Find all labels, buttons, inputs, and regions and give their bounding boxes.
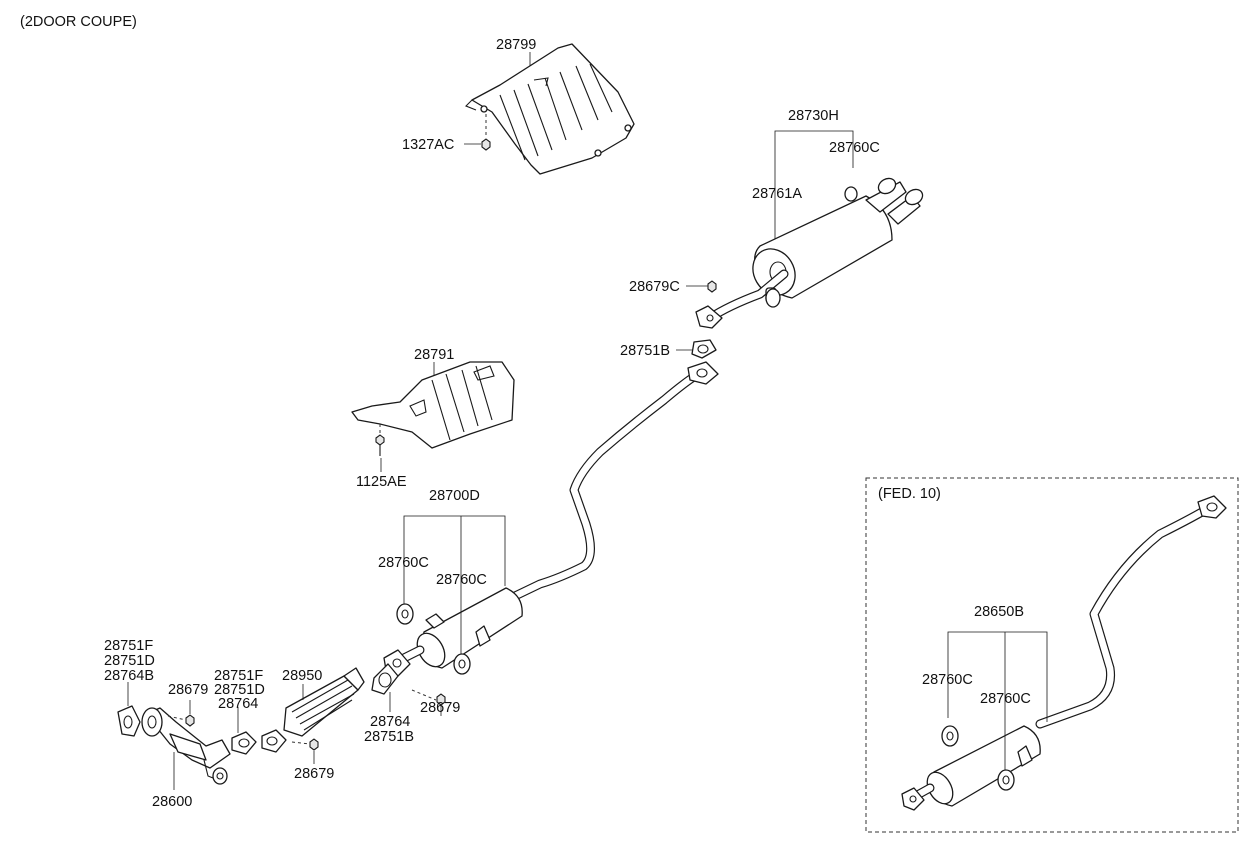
inset-title: (FED. 10)	[878, 486, 941, 502]
label-28760c-i2: 28760C	[980, 691, 1031, 707]
label-28730h: 28730H	[788, 108, 839, 124]
label-28679-d: 28679	[294, 766, 334, 782]
bracket-28730h	[774, 130, 854, 248]
dash-28679-d	[291, 741, 311, 745]
label-28760c-rear: 28760C	[829, 140, 880, 156]
inset-muffler	[901, 725, 1041, 811]
label-28751d-a: 28751D	[104, 653, 155, 669]
hanger-rubber-c1	[396, 603, 414, 625]
label-28679c: 28679C	[629, 279, 680, 295]
hanger-rubber-i2	[997, 769, 1015, 791]
label-28760c-c2: 28760C	[436, 572, 487, 588]
label-28764-c: 28764	[370, 714, 410, 730]
label-28799: 28799	[496, 37, 536, 53]
label-28700d: 28700D	[429, 488, 480, 504]
label-28791: 28791	[414, 347, 454, 363]
nut-28679c	[707, 280, 717, 293]
manifold-converter	[141, 707, 231, 785]
label-28600: 28600	[152, 794, 192, 810]
label-28679-c: 28679	[420, 700, 460, 716]
nut-1327ac	[481, 138, 491, 151]
bracket-28650b	[947, 631, 1048, 772]
hanger-rubber-c2	[453, 653, 471, 675]
nut-28679-d	[309, 738, 319, 751]
nut-28679-c	[436, 693, 446, 706]
inset-pipe	[1035, 495, 1227, 729]
label-28751f-b: 28751F	[214, 668, 263, 684]
gasket-28751b-rear	[691, 339, 717, 359]
bolt-1125ae	[375, 434, 385, 456]
center-pipe	[510, 361, 719, 601]
label-28760c-i1: 28760C	[922, 672, 973, 688]
nut-28679-a	[185, 714, 195, 727]
heat-protector-upper	[465, 43, 635, 175]
dash-28679-c	[411, 689, 437, 701]
hanger-rubber-i1	[941, 725, 959, 747]
label-28679-a: 28679	[168, 682, 208, 698]
heat-protector-center	[351, 361, 515, 449]
label-1327ac: 1327AC	[402, 137, 454, 153]
label-28751b-c: 28751B	[364, 729, 414, 745]
label-28760c-c1: 28760C	[378, 555, 429, 571]
rear-inlet-pipe	[695, 269, 789, 329]
gasket-28764b	[117, 705, 141, 737]
model-caption: (2DOOR COUPE)	[20, 14, 137, 30]
gasket-28764-c	[371, 663, 399, 695]
gasket-28764-b	[231, 731, 257, 755]
label-28751d-b: 28751D	[214, 682, 265, 698]
label-28764b: 28764B	[104, 668, 154, 684]
inset-frame	[865, 477, 1239, 833]
catalytic-converter	[261, 667, 365, 753]
label-1125ae: 1125AE	[356, 474, 407, 490]
bracket-28700d	[403, 515, 506, 655]
label-28650b: 28650B	[974, 604, 1024, 620]
label-28761a: 28761A	[752, 186, 802, 202]
center-muffler	[383, 587, 523, 677]
label-28950: 28950	[282, 668, 322, 684]
label-28751b-rear: 28751B	[620, 343, 670, 359]
label-28764-b: 28764	[218, 696, 258, 712]
label-28751f-a: 28751F	[104, 638, 153, 654]
